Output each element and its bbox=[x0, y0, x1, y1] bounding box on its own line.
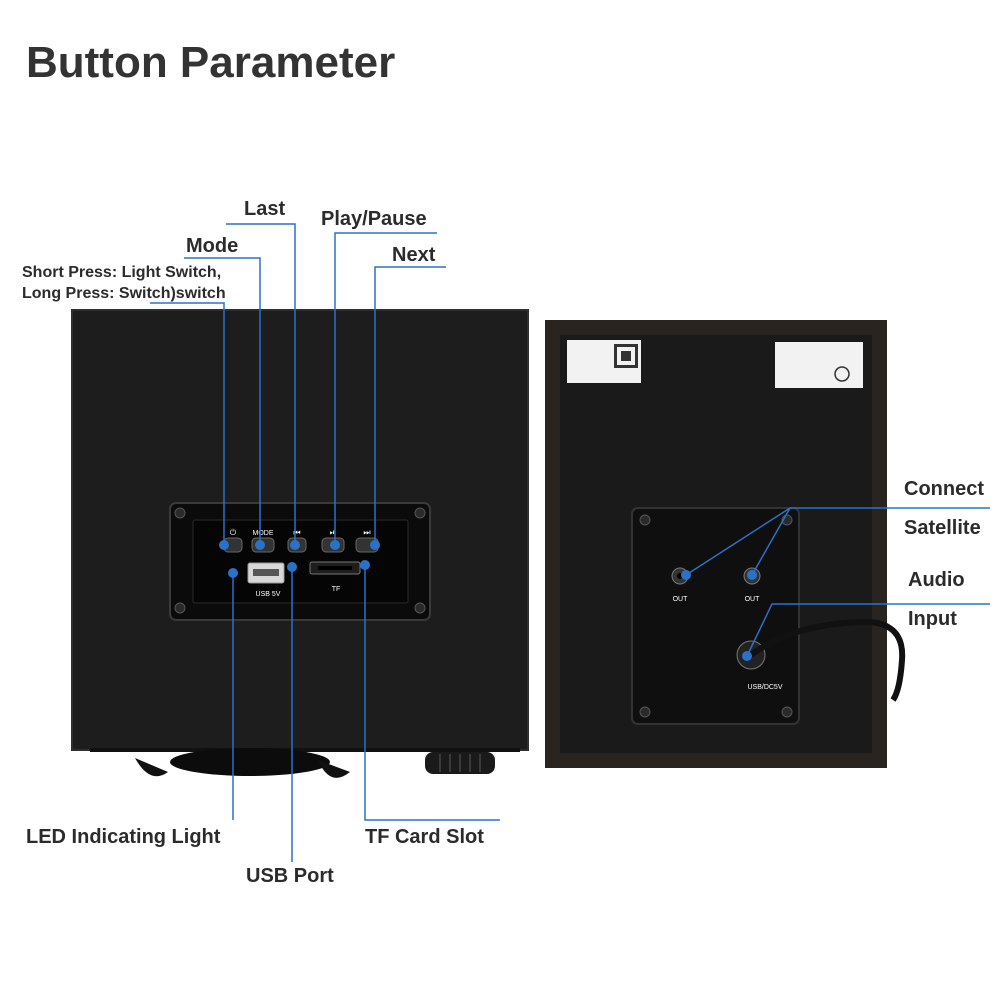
subwoofer-foot-left bbox=[135, 758, 168, 777]
satellite-speaker: OUT OUT USB/DC5V bbox=[545, 320, 906, 768]
svg-text:OUT: OUT bbox=[673, 596, 689, 603]
subwoofer-foot-right bbox=[318, 760, 350, 778]
label-play-pause: Play/Pause bbox=[321, 208, 427, 230]
label-led: LED Indicating Light bbox=[26, 826, 221, 848]
label-mode: Mode bbox=[186, 235, 239, 257]
svg-text:⏻: ⏻ bbox=[230, 528, 237, 537]
label-input: Input bbox=[908, 608, 957, 630]
label-next: Next bbox=[392, 244, 436, 266]
svg-text:OUT: OUT bbox=[745, 596, 761, 603]
label-last: Last bbox=[244, 198, 286, 220]
label-connect: Connect bbox=[904, 478, 984, 500]
label-light-switch-line2: Long Press: Switch)switch bbox=[22, 285, 226, 302]
label-usb-port: USB Port bbox=[246, 865, 334, 887]
rear-panel bbox=[631, 507, 800, 725]
page-title: Button Parameter bbox=[26, 38, 396, 87]
subwoofer-base bbox=[170, 748, 330, 776]
leader-lines bbox=[150, 223, 990, 862]
svg-text:USB/DC5V: USB/DC5V bbox=[747, 684, 782, 691]
mode-text: MODE bbox=[253, 530, 274, 537]
label-audio: Audio bbox=[908, 569, 965, 591]
svg-text:USB 5V: USB 5V bbox=[256, 591, 281, 598]
subwoofer: ⏻ MODE ⏮ ⏯ ⏭ USB 5V TF bbox=[71, 309, 529, 778]
svg-text:TF: TF bbox=[332, 586, 341, 593]
label-tf-slot: TF Card Slot bbox=[365, 826, 484, 848]
svg-text:⏮: ⏮ bbox=[293, 528, 300, 537]
label-light-switch-line1: Short Press: Light Switch, bbox=[22, 264, 222, 281]
label-sticker-right bbox=[775, 342, 863, 388]
label-satellite: Satellite bbox=[904, 517, 981, 539]
audio-cable bbox=[749, 618, 906, 702]
leader-dots bbox=[219, 540, 757, 661]
svg-text:⏭: ⏭ bbox=[363, 528, 370, 537]
svg-text:⏯: ⏯ bbox=[330, 528, 336, 537]
